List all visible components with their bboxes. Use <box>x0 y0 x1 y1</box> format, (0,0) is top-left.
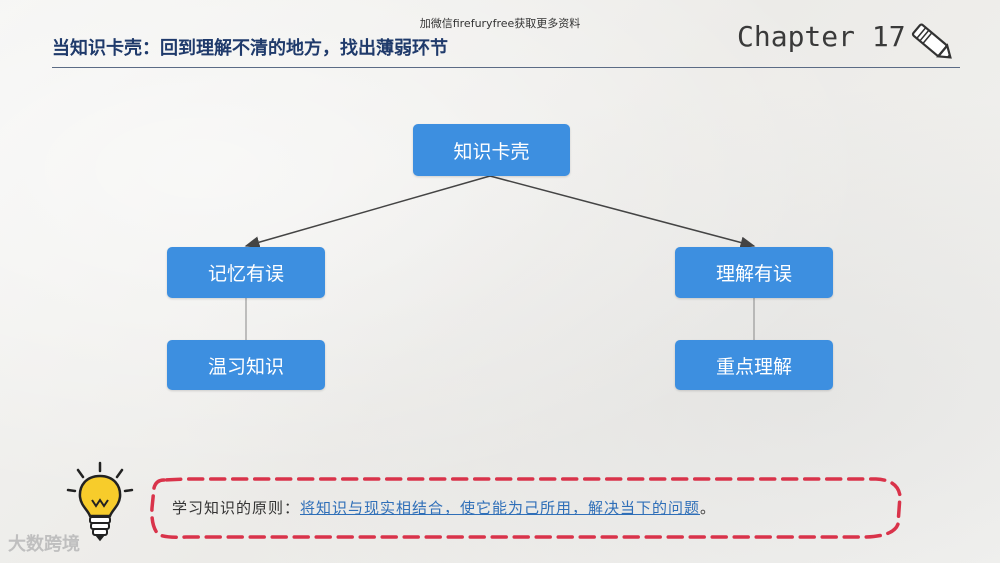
top-watermark: 加微信firefuryfree获取更多资料 <box>419 17 581 30</box>
brand-logo: 大数跨境 <box>8 530 80 556</box>
node-left-branch: 记忆有误 <box>167 247 325 298</box>
note-suffix: 。 <box>700 499 717 517</box>
pencil-icon <box>911 23 952 59</box>
principle-note: 学习知识的原则：将知识与现实相结合，使它能为己所用，解决当下的问题。 <box>172 497 716 518</box>
connector-root-right <box>489 175 756 249</box>
note-highlight: 将知识与现实相结合，使它能为己所用，解决当下的问题 <box>300 499 701 517</box>
node-left-leaf: 温习知识 <box>167 340 325 390</box>
chapter-label: Chapter 17 <box>737 20 906 53</box>
logo-text: 大数跨境 <box>8 534 80 555</box>
node-root: 知识卡壳 <box>413 124 570 176</box>
node-right-leaf: 重点理解 <box>675 340 833 390</box>
lightbulb-icon <box>66 461 134 542</box>
page-title: 当知识卡壳：回到理解不清的地方，找出薄弱环节 <box>52 38 448 59</box>
connector-root-left <box>244 175 491 249</box>
note-dashed-border <box>150 477 902 539</box>
note-prefix: 学习知识的原则： <box>172 499 301 517</box>
header-divider <box>52 67 960 68</box>
node-right-branch: 理解有误 <box>675 247 833 298</box>
